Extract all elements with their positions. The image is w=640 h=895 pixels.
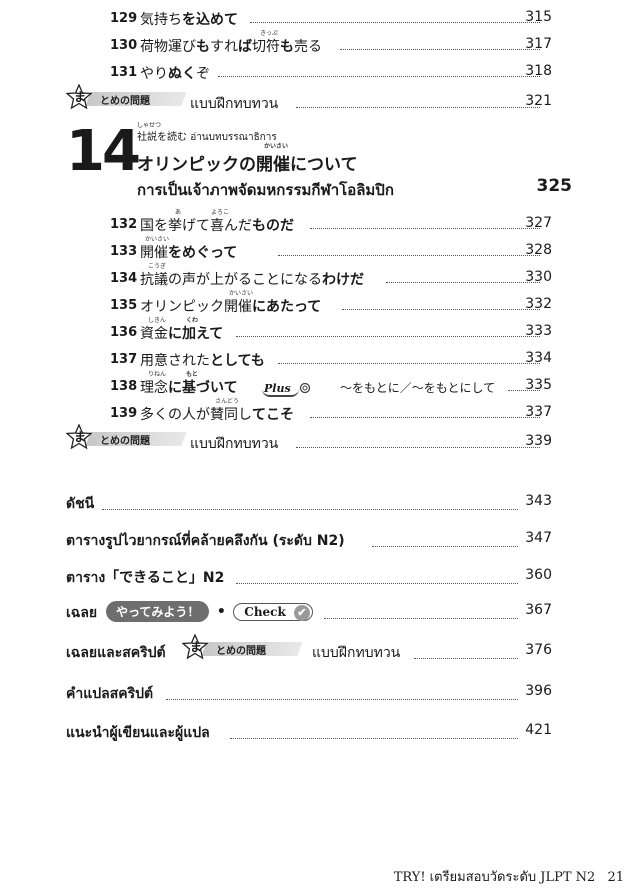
toc-entry: 137 用意されたとしても 334 xyxy=(110,350,552,369)
dot-leader xyxy=(372,546,518,547)
page-number: 333 xyxy=(525,323,552,339)
dot-leader xyxy=(324,618,518,619)
entry-grammar: を込めて xyxy=(182,12,238,28)
dot-leader xyxy=(278,363,540,364)
check-badge: Check✔ xyxy=(233,603,313,621)
dot-leader xyxy=(236,336,540,337)
dot-leader xyxy=(342,309,540,310)
dot-leader xyxy=(310,228,540,229)
toc-entry: 132 国をあ挙げてよろこ喜んだものだ 327 xyxy=(110,209,552,234)
check-icon: ✔ xyxy=(293,605,310,621)
section-title-thai: การเป็นเจ้าภาพจัดมหกรรมกีฬาโอลิมปิก xyxy=(137,181,394,199)
section-page: 325 xyxy=(536,176,573,196)
page-number: 317 xyxy=(525,36,552,52)
page-number: 328 xyxy=(525,242,552,258)
toc-entry: 135 オリンピックかいさい開催にあたって 332 xyxy=(110,290,552,315)
dot-leader xyxy=(508,390,540,391)
page-footer: TRY! เตรียมสอบวัดระดับ JLPT N2 21 xyxy=(393,870,624,885)
page-number: 335 xyxy=(525,377,552,393)
section-title: オリンピックのかいさい開催について xyxy=(137,143,358,175)
summary-entry: ま とめの問題 แบบฝึกทบทวน 339 xyxy=(0,424,640,454)
summary-badge: ま とめの問題 xyxy=(66,424,187,452)
page-number: 315 xyxy=(525,9,552,25)
star-icon xyxy=(66,424,92,450)
toc-entry: 130 荷物運びもすればきっぷ切符も売る 317 xyxy=(110,30,552,55)
dot-leader xyxy=(218,76,540,77)
toc-entry: 129 気持ちを込めて 315 xyxy=(110,9,552,28)
index-entry: แนะนำผู้เขียนและผู้แปล 421 xyxy=(66,722,552,741)
toc-entry: 136 しきん資金にくわ加えて 333 xyxy=(110,317,552,342)
dot-leader xyxy=(166,699,518,700)
dot-leader xyxy=(102,509,518,510)
section-subtitle: 社説を読む อ่านบทบรรณาธิการ xyxy=(137,132,277,143)
index-entry: ตาราง「できること」N2 360 xyxy=(66,567,552,586)
page-number: 332 xyxy=(525,296,552,312)
page-number: 337 xyxy=(525,404,552,420)
summary-badge: ま とめの問題 xyxy=(66,84,187,112)
index-entry: คำแปลสคริปต์ 396 xyxy=(66,683,552,702)
page-number: 321 xyxy=(525,93,552,109)
section-number: 14 xyxy=(66,119,141,184)
dot-leader xyxy=(230,738,518,739)
toc-entry: 134 こうぎ抗議の声が上がることになるわけだ 330 xyxy=(110,263,552,288)
toc-entry: 139 多くの人がさんどう賛同してこそ 337 xyxy=(110,398,552,423)
summary-badge: ま とめの問題 xyxy=(182,634,303,662)
dot-leader xyxy=(236,583,518,584)
star-icon xyxy=(182,634,208,660)
dot-leader xyxy=(386,282,540,283)
page-number: 327 xyxy=(525,215,552,231)
entry-text: 気持ち xyxy=(140,12,182,28)
dot-leader xyxy=(310,417,540,418)
star-icon xyxy=(66,84,92,110)
page-number: 330 xyxy=(525,269,552,285)
dot-leader xyxy=(250,22,540,23)
page-number: 334 xyxy=(525,350,552,366)
plus-swirl-icon: Plus xyxy=(262,377,311,397)
toc-entry: 138 りねん理念にもと基づいて Plus 〜をもとに／〜をもとにして 335 xyxy=(110,371,552,397)
yattemiyou-badge: やってみよう！ xyxy=(106,601,210,622)
index-entry: ดัชนี 343 xyxy=(66,493,552,512)
index-entry: เฉลยและสคริปต์ ま とめの問題 แบบฝึกทบทวน 376 xyxy=(66,634,552,668)
dot-leader xyxy=(296,107,540,108)
page-number: 339 xyxy=(525,433,552,449)
toc-entry: 133 かいさい開催をめぐって 328 xyxy=(110,236,552,261)
toc-entry: 131 やりぬくぞ 318 xyxy=(110,63,552,82)
dot-leader xyxy=(278,255,540,256)
dot-leader xyxy=(414,658,518,659)
dot-leader xyxy=(340,49,540,50)
index-entry: ตารางรูปไวยากรณ์ที่คล้ายคลึงกัน (ระดับ N… xyxy=(66,530,552,549)
dot-leader xyxy=(296,447,540,448)
summary-entry: ま とめの問題 แบบฝึกทบทวน 321 xyxy=(0,84,640,114)
page-number: 318 xyxy=(525,63,552,79)
index-entry: เฉลย やってみよう！ • Check✔ 367 xyxy=(66,601,552,622)
